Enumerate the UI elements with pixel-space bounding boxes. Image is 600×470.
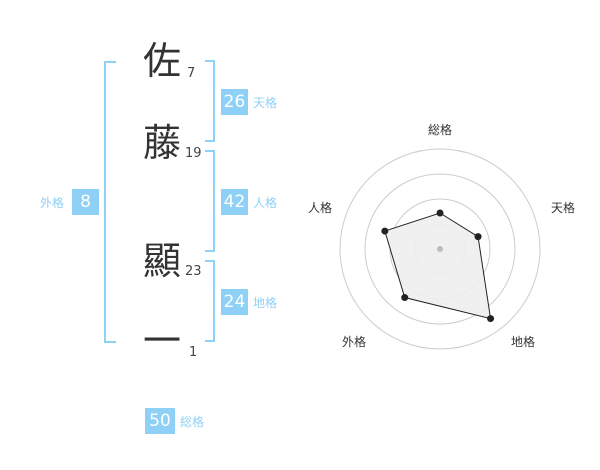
radar-point-3 xyxy=(487,315,495,323)
stroke-count-3: 23 xyxy=(185,264,202,279)
tenkaku-value: 26 xyxy=(221,89,248,115)
radar-points xyxy=(381,209,495,323)
radar-ring-3 xyxy=(364,173,516,325)
radar-label-soukaku: 総格 xyxy=(428,123,453,137)
tenkaku-bracket xyxy=(205,60,215,142)
chikaku-value: 24 xyxy=(221,289,248,315)
chikaku-label: 地格 xyxy=(253,296,278,310)
radar-data-area xyxy=(384,212,492,320)
radar-label-gaikaku: 外格 xyxy=(342,335,367,349)
soukaku-label: 総格 xyxy=(180,415,205,429)
name-char-1: 佐 xyxy=(143,39,182,83)
stroke-count-4: 1 xyxy=(189,345,198,360)
radar-ring-4 xyxy=(339,148,541,350)
radar-center-dot xyxy=(437,246,443,252)
radar-point-1 xyxy=(436,209,444,217)
soukaku-value: 50 xyxy=(145,408,175,434)
radar-point-4 xyxy=(401,294,409,302)
name-char-2: 藤 xyxy=(143,121,182,165)
tenkaku-label: 天格 xyxy=(253,96,278,110)
jinkaku-bracket xyxy=(205,150,215,252)
name-char-4: 一 xyxy=(143,319,182,363)
gaikaku-value: 8 xyxy=(72,189,99,215)
radar-label-chikaku: 地格 xyxy=(511,335,536,349)
stroke-count-2: 19 xyxy=(185,146,202,161)
radar-label-jinkaku: 人格 xyxy=(308,201,333,215)
jinkaku-label: 人格 xyxy=(253,196,278,210)
radar-label-tenkaku: 天格 xyxy=(551,201,576,215)
jinkaku-value: 42 xyxy=(221,189,248,215)
chikaku-bracket xyxy=(205,260,215,342)
stroke-count-1: 7 xyxy=(187,66,196,81)
radar-point-5 xyxy=(381,227,389,235)
gaikaku-bracket xyxy=(104,61,116,343)
gaikaku-label: 外格 xyxy=(40,196,65,210)
name-char-3: 顯 xyxy=(143,239,182,283)
radar-point-2 xyxy=(474,233,482,241)
